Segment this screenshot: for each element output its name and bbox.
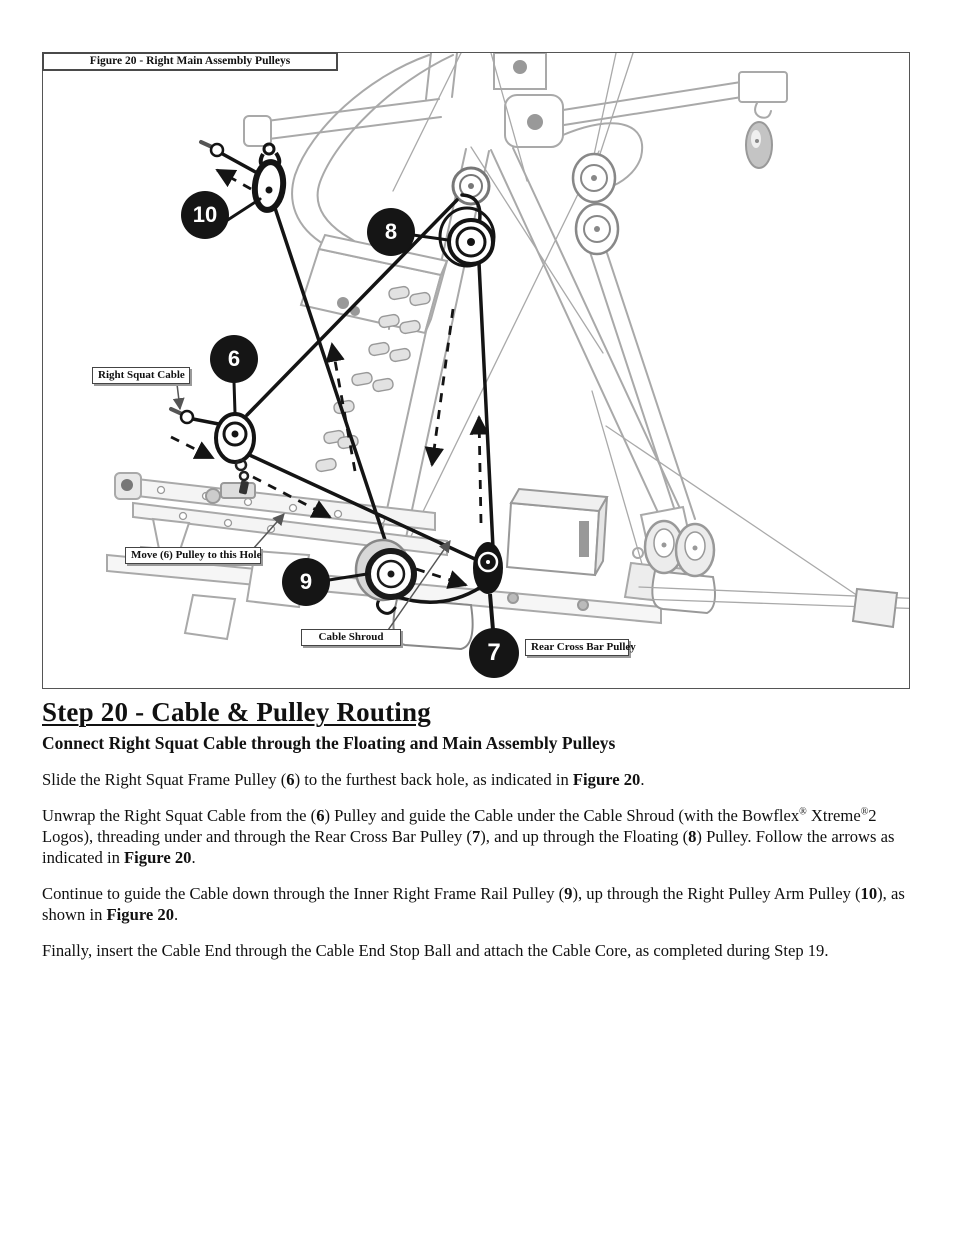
page-subtitle: Connect Right Squat Cable through the Fl… [42, 733, 616, 753]
callout-leaders [172, 383, 451, 634]
figure-caption: Figure 20 - Right Main Assembly Pulleys [42, 52, 338, 71]
callout-right-squat-cable: Right Squat Cable [92, 367, 190, 384]
badge-connectors [221, 197, 450, 582]
callout-move-pulley-hole: Move (6) Pulley to this Hole [125, 547, 261, 564]
routing-arrows [170, 168, 490, 589]
figure-20-diagram: Figure 20 - Right Main Assembly Pulleys … [42, 52, 910, 689]
badge-pulley-6: 6 [210, 335, 258, 383]
paragraph-continue-guide: Continue to guide the Cable down through… [42, 884, 905, 924]
rear-base-pulley-left-icon [643, 519, 685, 575]
badge-pulley-8: 8 [367, 208, 415, 256]
callout-cable-shroud: Cable Shroud [301, 629, 401, 646]
machine-diagram [106, 53, 909, 651]
callout-rear-cross-bar-pulley: Rear Cross Bar Pulley [525, 639, 636, 656]
frame-pulleys [451, 121, 773, 578]
page-title: Step 20 - Cable & Pulley Routing [42, 697, 431, 727]
side-pulley-upper-icon [571, 152, 617, 204]
pulley-9-icon [354, 538, 417, 602]
badge-pulley-9: 9 [282, 558, 330, 606]
badge-pulley-7: 7 [469, 628, 519, 678]
badge-pulley-10: 10 [181, 191, 229, 239]
instruction-text: Step 20 - Cable & Pulley Routing Connect… [42, 697, 916, 961]
paragraph-insert-cable-end: Finally, insert the Cable End through th… [42, 941, 829, 960]
rear-base-pulley-right-icon [674, 522, 716, 578]
side-pulley-lower-icon [574, 202, 620, 256]
pulley-10-icon [251, 142, 287, 213]
paragraph-unwrap-cable: Unwrap the Right Squat Cable from the (6… [42, 806, 895, 867]
pulley-8-icon [438, 206, 496, 268]
paragraph-slide-pulley: Slide the Right Squat Frame Pulley (6) t… [42, 770, 645, 789]
hook-pulley-icon [745, 121, 773, 169]
pulley-7-icon [473, 542, 503, 631]
adjustment-pins [315, 285, 431, 473]
